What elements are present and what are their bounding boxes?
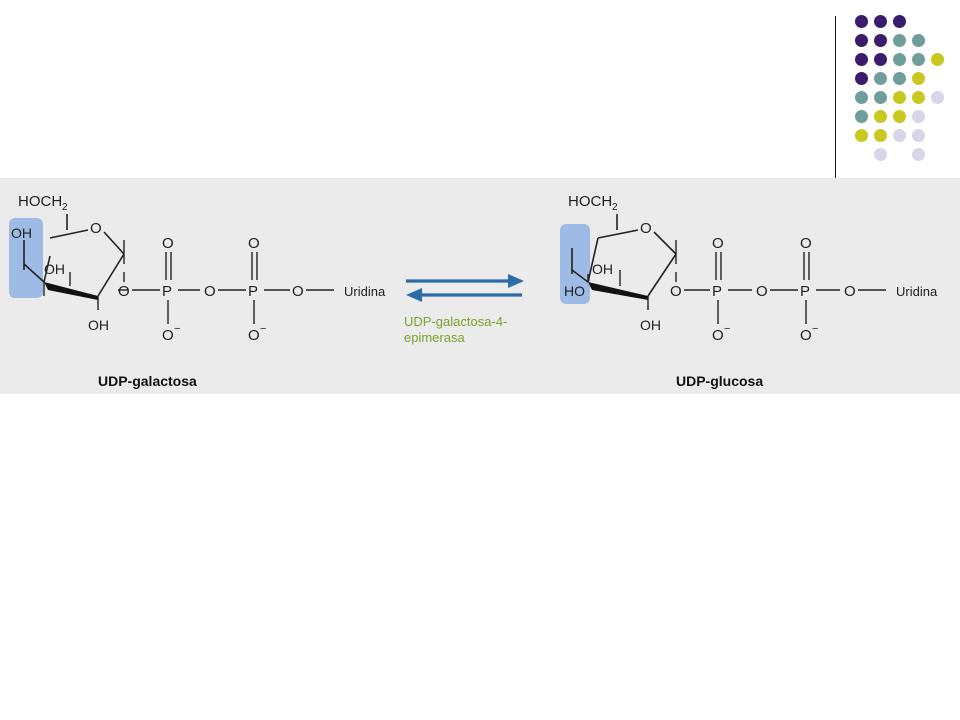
decorative-dot xyxy=(893,15,906,28)
phosphate-2-charge-right: − xyxy=(812,323,818,335)
equilibrium-arrows xyxy=(406,274,524,302)
ch2oh-subscript-right: 2 xyxy=(612,202,618,213)
decorative-dot xyxy=(931,91,944,104)
decorative-dot xyxy=(912,34,925,47)
bridge-oxygen-3-left: O xyxy=(292,283,304,300)
decorative-dot xyxy=(874,110,887,123)
oh-c3-right: OH xyxy=(592,261,613,277)
ring-bottom-wedge-right xyxy=(588,282,648,300)
phosphate-2-top-oxygen-left: O xyxy=(248,235,260,252)
phosphorus-1-left: P xyxy=(162,283,172,300)
ring-bottom-wedge xyxy=(44,282,98,300)
bridge-oxygen-1-left: O xyxy=(118,283,130,300)
decorative-dot xyxy=(855,53,868,66)
decorative-dot xyxy=(912,129,925,142)
c4-highlight-left xyxy=(9,218,43,298)
reaction-diagram: HOCH 2 O OH OH OH O P O O − O P O O − O … xyxy=(0,178,960,394)
decorative-dot xyxy=(855,91,868,104)
phosphorus-1-right: P xyxy=(712,283,722,300)
decorative-dot xyxy=(855,15,868,28)
ho-c4-right: HO xyxy=(564,283,585,299)
decorative-dot xyxy=(893,34,906,47)
c4-highlight-right xyxy=(560,224,590,304)
decorative-dot xyxy=(893,72,906,85)
ch2oh-label-right: HOCH xyxy=(568,193,612,210)
phosphorus-2-left: P xyxy=(248,283,258,300)
reverse-arrowhead xyxy=(406,288,422,302)
phosphate-2-bottom-oxygen-left: O xyxy=(248,327,260,344)
phosphate-1-bottom-oxygen-left: O xyxy=(162,327,174,344)
phosphate-1-top-oxygen-left: O xyxy=(162,235,174,252)
figure-texture xyxy=(0,178,960,394)
decorative-dot xyxy=(893,53,906,66)
phosphate-1-top-oxygen-right: O xyxy=(712,235,724,252)
decorative-dot xyxy=(855,129,868,142)
forward-arrowhead xyxy=(508,274,524,288)
udp-glucose-label: UDP-glucosa xyxy=(676,373,763,389)
decorative-dot xyxy=(855,34,868,47)
decorative-dot xyxy=(912,148,925,161)
bridge-oxygen-2-right: O xyxy=(756,283,768,300)
decorative-dot xyxy=(874,129,887,142)
ch2oh-subscript-left: 2 xyxy=(62,202,68,213)
decorative-dot xyxy=(931,53,944,66)
phosphate-1-charge-left: − xyxy=(174,323,180,335)
oh-c4-left: OH xyxy=(11,225,32,241)
phosphate-1-bottom-oxygen-right: O xyxy=(712,327,724,344)
oh-c2-left: OH xyxy=(88,317,109,333)
uridine-label-left: Uridina xyxy=(344,284,386,299)
figure-background xyxy=(0,178,960,394)
enzyme-label-line1: UDP-galactosa-4- xyxy=(404,314,507,329)
decorative-dot xyxy=(874,15,887,28)
ch2oh-label-left: HOCH xyxy=(18,193,62,210)
decorative-dot xyxy=(874,72,887,85)
decorative-dot xyxy=(912,91,925,104)
phosphate-2-bottom-oxygen-right: O xyxy=(800,327,812,344)
decorative-dot xyxy=(874,53,887,66)
oh-c3-left: OH xyxy=(44,261,65,277)
udp-glucose-structure xyxy=(560,214,886,324)
bridge-oxygen-1-right: O xyxy=(670,283,682,300)
ring-oxygen-left: O xyxy=(90,220,102,237)
uridine-label-right: Uridina xyxy=(896,284,938,299)
enzyme-label-line2: epimerasa xyxy=(404,330,465,345)
phosphate-2-charge-left: − xyxy=(260,323,266,335)
decorative-dot xyxy=(874,34,887,47)
decorative-dot xyxy=(912,110,925,123)
decorative-dot xyxy=(893,110,906,123)
decorative-dot xyxy=(912,72,925,85)
reaction-figure: HOCH 2 O OH OH OH O P O O − O P O O − O … xyxy=(0,178,960,394)
phosphorus-2-right: P xyxy=(800,283,810,300)
udp-galactose-structure xyxy=(9,214,334,324)
decorative-dot xyxy=(874,148,887,161)
decorative-dot xyxy=(893,91,906,104)
decorative-dot xyxy=(855,110,868,123)
oh-c2-right: OH xyxy=(640,317,661,333)
phosphate-1-charge-right: − xyxy=(724,323,730,335)
decorative-dot xyxy=(855,72,868,85)
udp-galactose-label: UDP-galactosa xyxy=(98,373,197,389)
phosphate-2-top-oxygen-right: O xyxy=(800,235,812,252)
decorative-vertical-line xyxy=(835,16,836,178)
ring-oxygen-right: O xyxy=(640,220,652,237)
bridge-oxygen-3-right: O xyxy=(844,283,856,300)
bridge-oxygen-2-left: O xyxy=(204,283,216,300)
decorative-dot xyxy=(893,129,906,142)
decorative-dot xyxy=(874,91,887,104)
decorative-dot xyxy=(912,53,925,66)
